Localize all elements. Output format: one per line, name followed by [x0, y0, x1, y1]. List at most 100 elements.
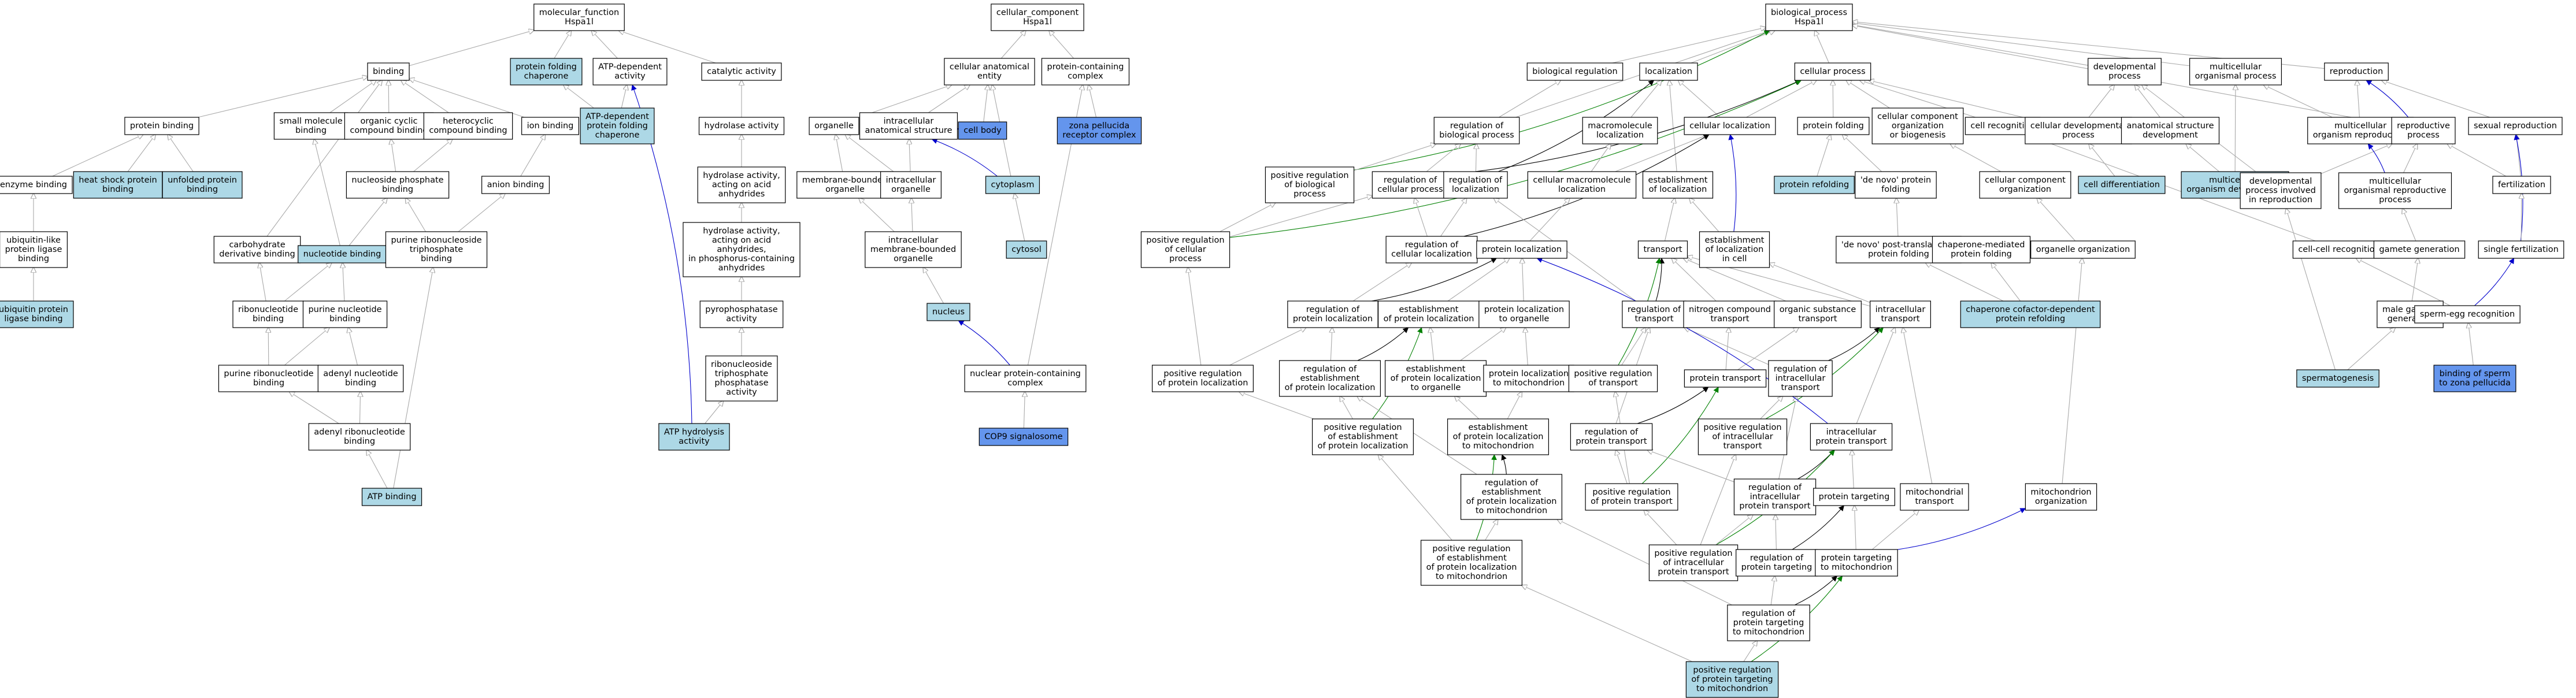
- go-term-nucleus[interactable]: nucleus: [926, 303, 970, 321]
- go-term-protfold[interactable]: protein folding: [1797, 117, 1870, 135]
- go-term-nucleotideb[interactable]: nucleotide binding: [298, 245, 387, 263]
- go-term-protrefold[interactable]: protein refolding: [1774, 176, 1855, 194]
- go-term-cellbody[interactable]: cell body: [958, 121, 1007, 140]
- go-term-hydrolase[interactable]: hydrolase activity: [698, 117, 785, 135]
- go-term-hyd_ap[interactable]: hydrolase activity,acting on acidanhydri…: [683, 222, 800, 277]
- go-term-cop9[interactable]: COP9 signalosome: [978, 428, 1069, 446]
- go-term-cytosol[interactable]: cytosol: [1006, 240, 1047, 259]
- go-term-singfert[interactable]: single fertilization: [2478, 240, 2564, 259]
- go-term-protbinding[interactable]: protein binding: [124, 117, 199, 135]
- go-term-ionb[interactable]: ion binding: [521, 117, 579, 135]
- go-term-transport[interactable]: transport: [1637, 240, 1688, 259]
- go-term-catalytic[interactable]: catalytic activity: [701, 62, 782, 81]
- go-term-organelle[interactable]: organelle: [809, 117, 859, 135]
- go-term-fert[interactable]: fertilization: [2492, 176, 2551, 194]
- go-term-cellloc[interactable]: cellular localization: [1684, 117, 1776, 135]
- go-term-ser[interactable]: sperm-egg recognition: [2414, 305, 2521, 324]
- go-term-hyd_aa[interactable]: hydrolase activity,acting on acidanhydri…: [697, 166, 786, 203]
- go-term-localization[interactable]: localization: [1639, 62, 1698, 81]
- go-term-prottarg[interactable]: protein targeting: [1813, 488, 1895, 506]
- go-term-spermato[interactable]: spermatogenesis: [2296, 369, 2379, 388]
- go-term-rntpa[interactable]: ribonucleosidetriphosphatephosphataseact…: [705, 355, 778, 402]
- go-term-prottrans[interactable]: protein transport: [1684, 369, 1767, 388]
- go-term-reproduction[interactable]: reproduction: [2324, 62, 2389, 81]
- go-term-cellproc[interactable]: cellular process: [1794, 62, 1871, 81]
- go-term-sexrep[interactable]: sexual reproduction: [2468, 117, 2563, 135]
- go-term-celldiff[interactable]: cell differentiation: [2078, 176, 2166, 194]
- go-term-anionb[interactable]: anion binding: [481, 176, 550, 194]
- go-term-cytoplasm[interactable]: cytoplasm: [985, 176, 1040, 194]
